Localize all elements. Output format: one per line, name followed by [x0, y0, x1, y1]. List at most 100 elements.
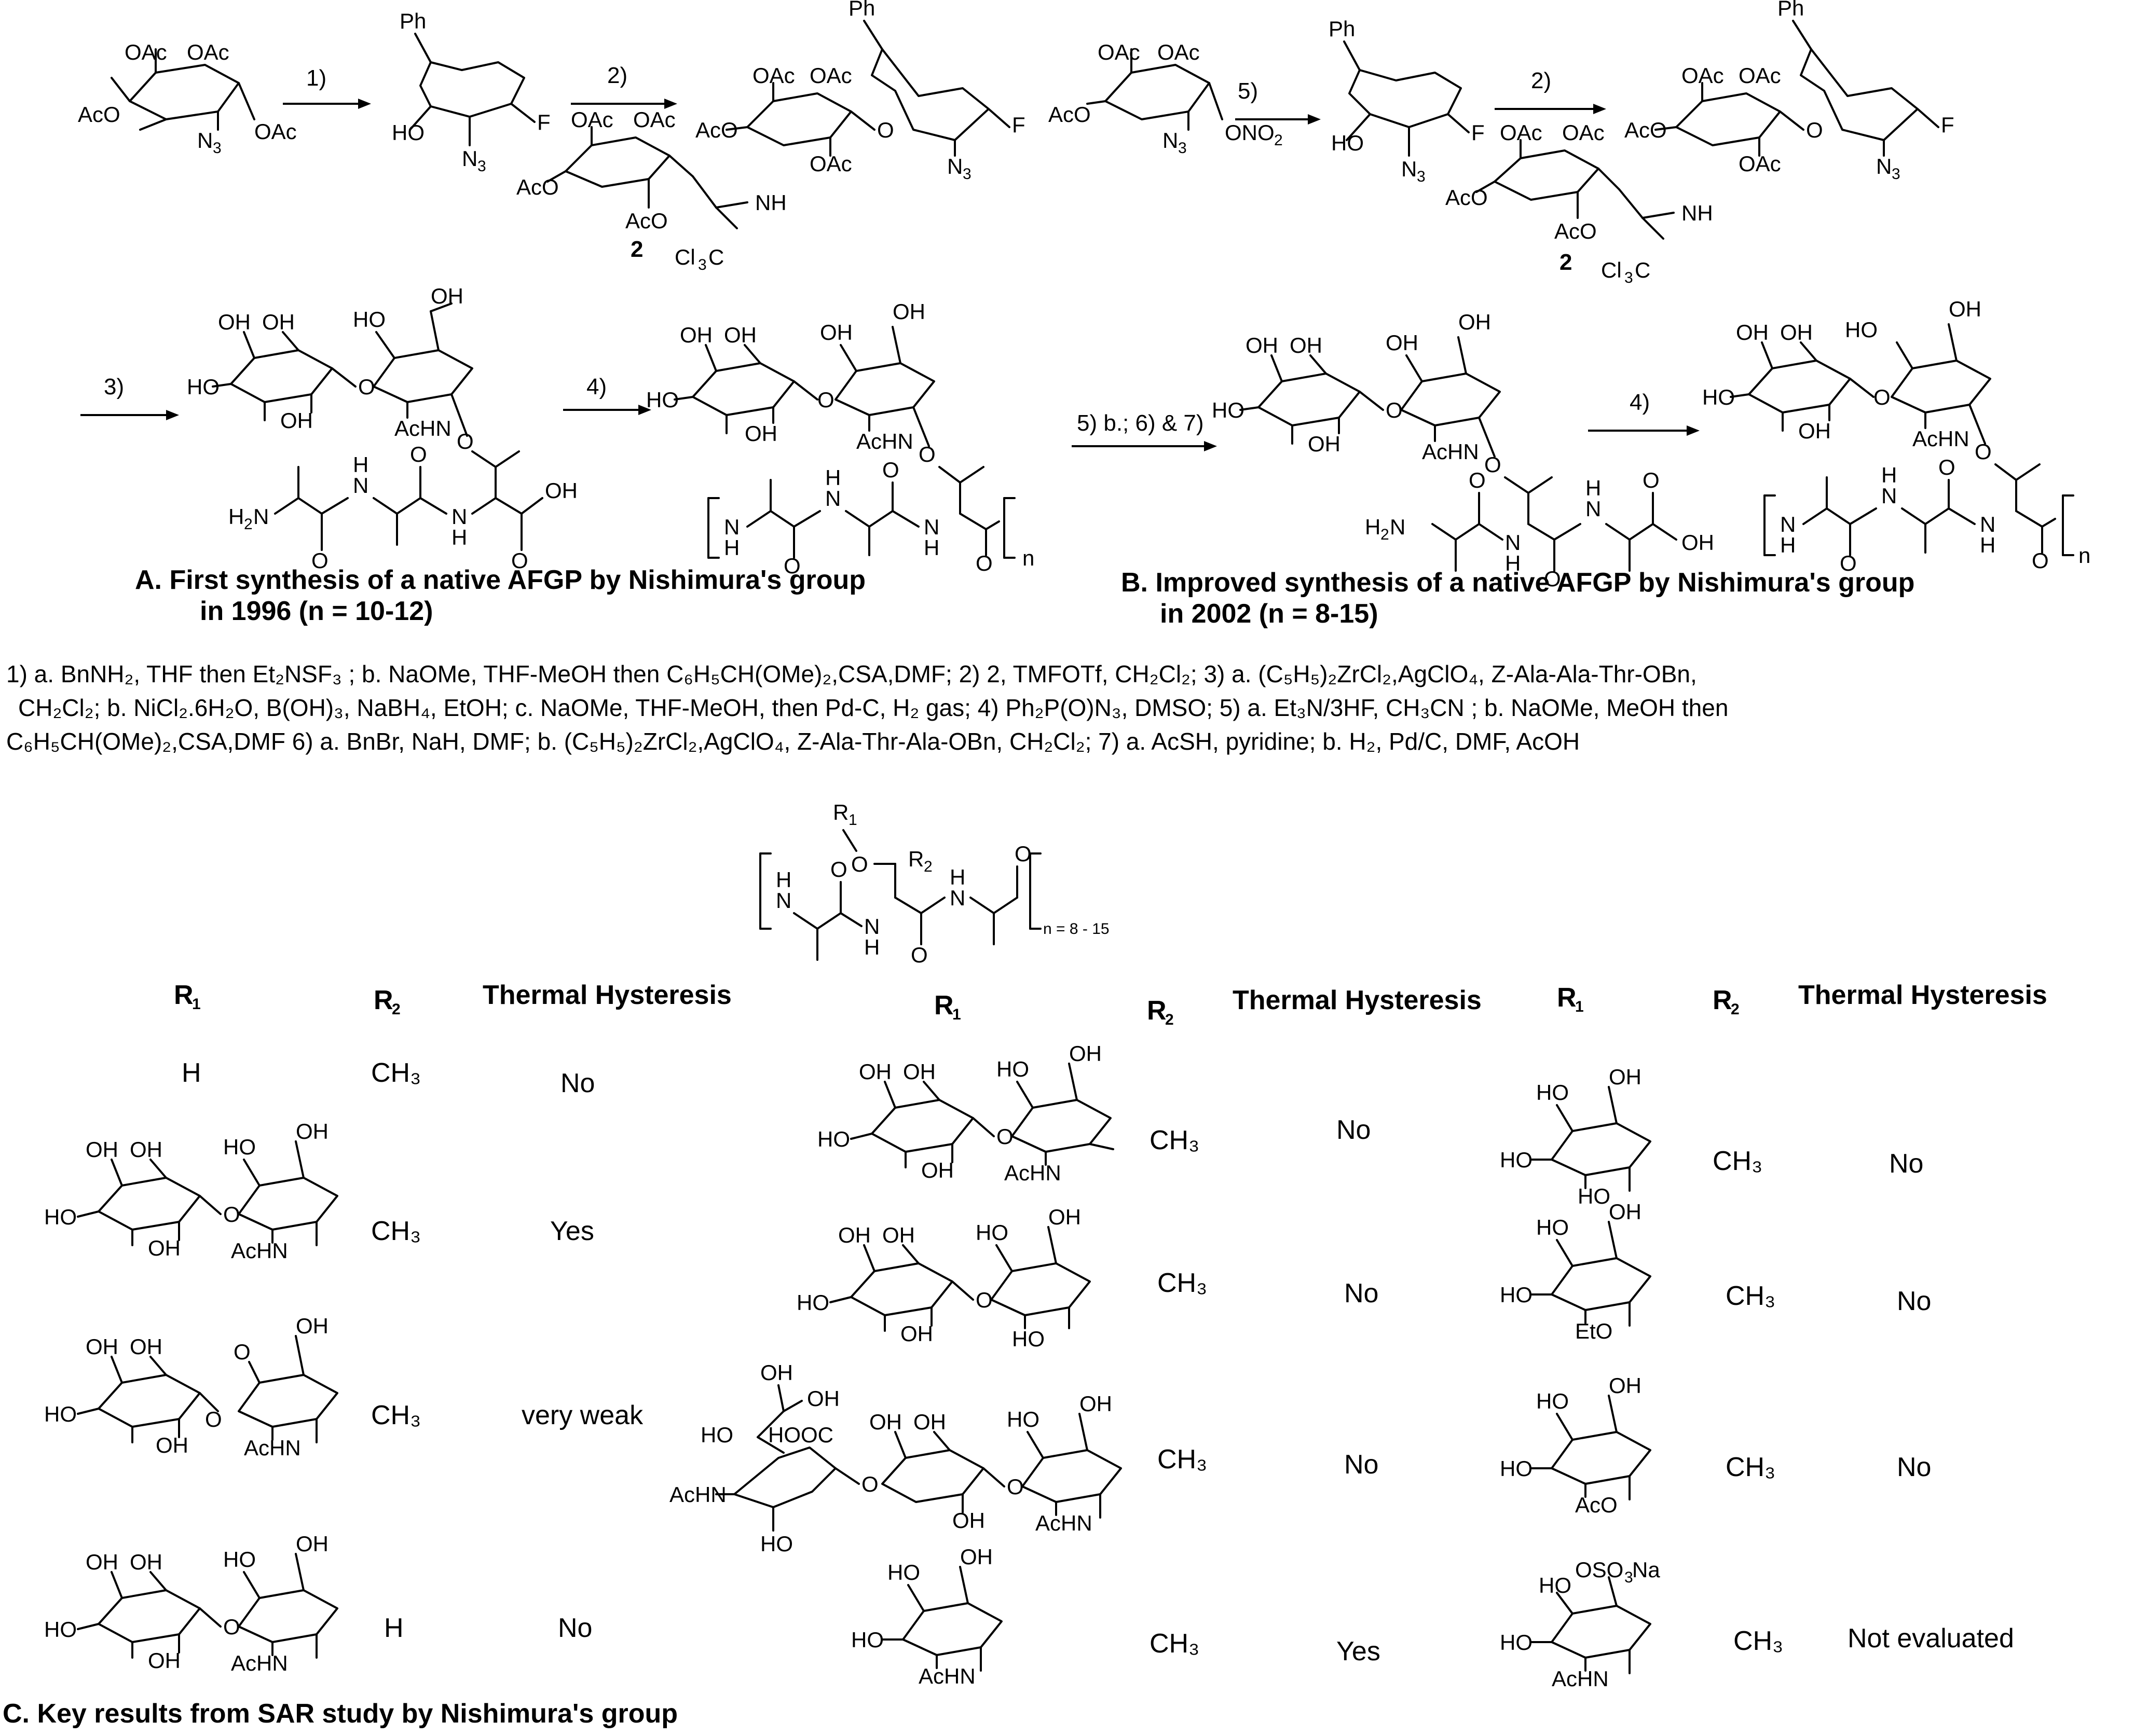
svg-text:O: O [861, 1472, 879, 1496]
svg-text:HOOC: HOOC [768, 1423, 833, 1447]
svg-text:OAc: OAc [753, 63, 795, 88]
svg-text:HO: HO [817, 1127, 850, 1151]
svg-text:OH: OH [1458, 310, 1491, 334]
svg-text:2: 2 [1380, 526, 1389, 543]
svg-text:Na: Na [1632, 1558, 1660, 1582]
svg-text:1: 1 [849, 811, 857, 829]
svg-text:Thermal Hysteresis: Thermal Hysteresis [1798, 980, 2047, 1010]
svg-text:OH: OH [921, 1158, 954, 1182]
conditions-line-1: 1) a. BnNH₂, THF then Et₂NSF₃ ; b. NaOMe… [6, 660, 1697, 687]
arrow-step-2b: 2) [1495, 68, 1606, 114]
svg-text:OAc: OAc [1562, 120, 1605, 145]
svg-text:OH: OH [1386, 330, 1418, 355]
svg-text:OH: OH [952, 1508, 985, 1533]
svg-text:OH: OH [148, 1648, 181, 1673]
svg-text:HO: HO [1331, 131, 1364, 155]
svg-text:AcHN: AcHN [244, 1436, 301, 1460]
svg-text:3: 3 [1178, 140, 1187, 157]
svg-text:3: 3 [1624, 269, 1633, 286]
svg-text:OH: OH [1798, 419, 1831, 443]
svg-text:HO: HO [223, 1547, 256, 1572]
svg-text:OH: OH [680, 323, 713, 347]
svg-text:H: H [1980, 533, 1995, 557]
svg-text:O: O [1806, 118, 1823, 142]
svg-text:N: N [950, 886, 965, 910]
svg-text:OH: OH [1079, 1391, 1112, 1416]
svg-text:3: 3 [213, 140, 222, 157]
molecule-sar-generic-polymer: R 1 O R 2 O N H O n = 8 - 15 N H O N H [759, 800, 1110, 967]
svg-text:AcO: AcO [516, 175, 559, 199]
sar-sugar-col1-row2: OH OH HO OH O HO OH AcHN [44, 1119, 338, 1263]
svg-text:OH: OH [1308, 432, 1340, 456]
molecule-glycosyl-nitrate: OAc OAc AcO N 3 ONO 2 [1048, 40, 1283, 157]
svg-text:F: F [1471, 120, 1485, 145]
svg-text:1: 1 [1575, 998, 1584, 1015]
svg-text:OH: OH [960, 1545, 993, 1569]
svg-text:O: O [976, 1288, 993, 1312]
sar-sugar-col3-row4-sulfated: HO OSO 3 Na HO AcHN [1500, 1558, 1660, 1691]
svg-text:AcHN: AcHN [394, 416, 452, 440]
svg-text:HO: HO [1012, 1327, 1045, 1351]
svg-text:OH: OH [280, 408, 313, 433]
svg-text:HO: HO [1702, 385, 1735, 409]
svg-text:CH₃: CH₃ [1726, 1281, 1775, 1311]
svg-text:Yes: Yes [550, 1216, 594, 1246]
svg-text:N: N [1162, 128, 1178, 153]
svg-text:3: 3 [477, 158, 486, 175]
svg-text:AcHN: AcHN [669, 1482, 727, 1507]
svg-text:C: C [708, 245, 724, 269]
svg-text:3: 3 [698, 256, 707, 273]
svg-text:CH₃: CH₃ [1713, 1146, 1762, 1176]
svg-text:ONO: ONO [1225, 120, 1275, 145]
svg-text:1: 1 [192, 996, 201, 1013]
arrow-step-5b-6-7: 5) b.; 6) & 7) [1072, 410, 1217, 451]
caption-a-line2: in 1996 (n = 10-12) [200, 596, 433, 626]
svg-text:N: N [924, 515, 939, 539]
conditions-line-2: CH₂Cl₂; b. NiCl₂.6H₂O, B(OH)₃, NaBH₄, Et… [18, 694, 1728, 721]
svg-text:N: N [724, 515, 740, 539]
svg-text:OH: OH [1736, 320, 1769, 345]
svg-text:HO: HO [1212, 398, 1244, 422]
svg-text:O: O [511, 548, 528, 573]
svg-text:N: N [1876, 154, 1892, 178]
svg-text:1): 1) [306, 65, 326, 91]
svg-text:H: H [1881, 463, 1897, 487]
molecule-donor-2-b: OAc OAc AcO AcO 2 NH Cl 3 C [1445, 120, 1713, 286]
svg-text:OH: OH [431, 284, 463, 308]
svg-text:O: O [1975, 439, 1992, 464]
svg-text:CH₃: CH₃ [1733, 1626, 1783, 1656]
svg-text:OH: OH [130, 1137, 162, 1162]
svg-text:O: O [784, 554, 801, 578]
svg-text:2: 2 [631, 237, 643, 262]
svg-text:OH: OH [1246, 333, 1278, 357]
svg-text:O: O [1484, 452, 1501, 477]
svg-text:O: O [410, 442, 427, 466]
svg-text:AcO: AcO [1445, 185, 1488, 210]
svg-text:O: O [234, 1340, 251, 1364]
svg-text:AcHN: AcHN [1912, 426, 1969, 451]
svg-text:HO: HO [187, 375, 220, 399]
caption-a-line1: A. First synthesis of a native AFGP by N… [135, 565, 866, 595]
svg-text:OAc: OAc [1157, 40, 1200, 64]
molecule-benzylidene-fluoride-1: Ph HO N 3 F [392, 9, 551, 175]
svg-text:O: O [1938, 455, 1955, 479]
arrow-step-1: 1) [283, 65, 371, 109]
svg-text:O: O [457, 429, 474, 453]
svg-text:OH: OH [296, 1532, 329, 1556]
svg-text:4): 4) [1630, 390, 1650, 415]
svg-text:N: N [452, 504, 467, 529]
svg-text:OH: OH [1048, 1205, 1081, 1229]
arrow-step-2a: 2) [571, 63, 677, 109]
svg-text:OH: OH [156, 1433, 188, 1457]
svg-text:C: C [1635, 258, 1650, 282]
sar-column-1: H CH₃ No CH₃ Yes CH₃ very weak H No [182, 1058, 644, 1643]
svg-text:H: H [1365, 515, 1380, 539]
svg-text:OH: OH [296, 1119, 329, 1143]
svg-text:H: H [228, 504, 244, 529]
svg-text:H: H [724, 535, 740, 560]
svg-text:OH: OH [148, 1236, 181, 1260]
svg-text:Ph: Ph [1777, 0, 1804, 20]
svg-text:Yes: Yes [1336, 1636, 1380, 1666]
svg-text:OH: OH [760, 1360, 793, 1385]
svg-text:Not evaluated: Not evaluated [1848, 1623, 2014, 1654]
